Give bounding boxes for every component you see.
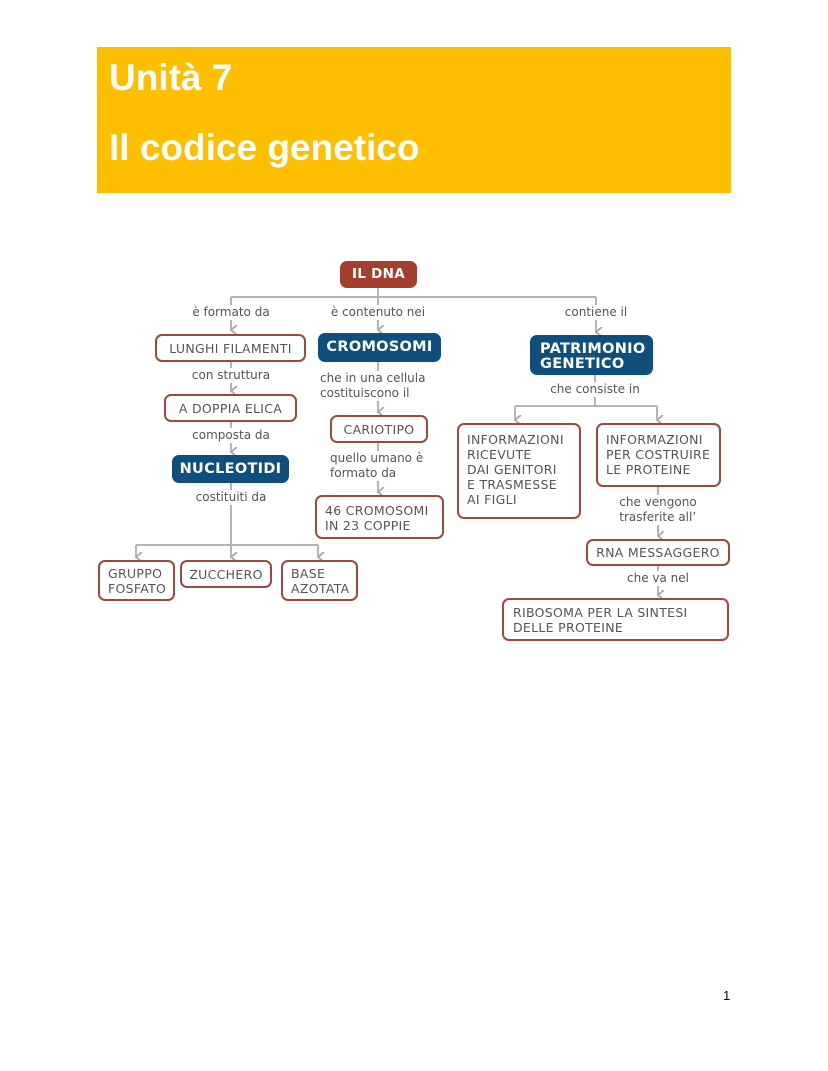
node-il-dna: IL DNA — [340, 261, 417, 288]
node-patrimonio-genetico: PATRIMONIO GENETICO — [530, 335, 653, 375]
unit-number: Unità 7 — [109, 57, 233, 98]
node-informazioni-proteine: INFORMAZIONI PER COSTRUIRE LE PROTEINE — [596, 423, 721, 487]
link-label: contiene il — [564, 305, 628, 320]
page-number: 1 — [723, 988, 731, 1003]
node-rna-messaggero: RNA MESSAGGERO — [586, 539, 730, 566]
node-gruppo-fosfato: GRUPPO FOSFATO — [98, 560, 175, 601]
link-label: costituiti da — [195, 490, 267, 505]
node-ribosoma: RIBOSOMA PER LA SINTESI DELLE PROTEINE — [502, 598, 729, 641]
node-nucleotidi: NUCLEOTIDI — [172, 455, 289, 483]
node-cromosomi: CROMOSOMI — [318, 333, 441, 362]
page-title: Il codice genetico — [109, 127, 420, 168]
link-label: che vengono trasferite all’ — [619, 495, 697, 525]
node-lunghi-filamenti: LUNGHI FILAMENTI — [155, 334, 306, 362]
node-doppia-elica: A DOPPIA ELICA — [164, 394, 297, 422]
node-46-cromosomi: 46 CROMOSOMI IN 23 COPPIE — [315, 495, 444, 539]
link-label: che va nel — [627, 571, 689, 586]
link-label: con struttura — [191, 368, 271, 383]
link-label: quello umano è formato da — [330, 451, 424, 481]
link-label: che consiste in — [550, 382, 640, 397]
node-cariotipo: CARIOTIPO — [330, 415, 428, 443]
link-label: è formato da — [192, 305, 270, 320]
link-label: composta da — [192, 428, 270, 443]
link-label: è contenuto nei — [330, 305, 426, 320]
node-zucchero: ZUCCHERO — [180, 560, 272, 588]
unit-header: Unità 7 Il codice genetico — [97, 47, 731, 193]
link-label: che in una cellula costituiscono il — [320, 371, 426, 401]
node-informazioni-genitori: INFORMAZIONI RICEVUTE DAI GENITORI E TRA… — [457, 423, 581, 519]
node-base-azotata: BASE AZOTATA — [281, 560, 358, 601]
